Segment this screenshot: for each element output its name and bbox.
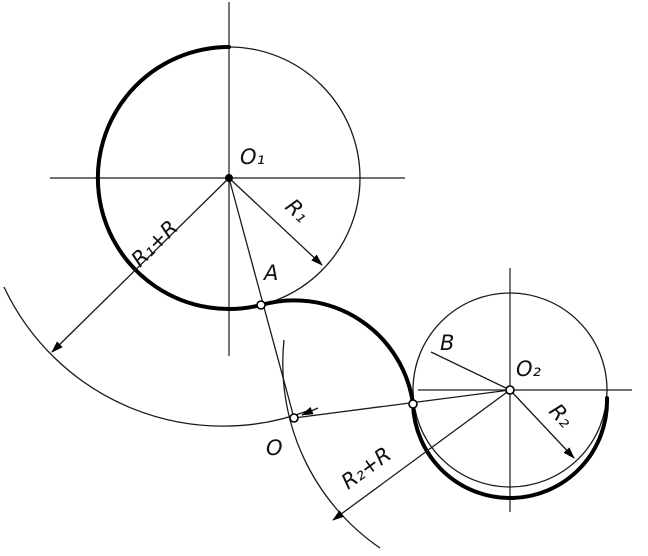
dimension-r1-plus-r — [51, 177, 230, 353]
arrow-to-o — [301, 406, 319, 416]
line-o1-to-o — [228, 177, 295, 419]
center-o2-point — [505, 385, 515, 395]
construction-arc-r2-plus-r — [282, 339, 381, 549]
label-b: B — [440, 331, 454, 355]
label-o: O — [266, 436, 283, 460]
circle-o2 — [412, 292, 608, 488]
label-r1-plus-r: R₁+R — [127, 216, 183, 272]
center-o-point — [289, 413, 299, 423]
tangent-point-a — [256, 300, 266, 310]
label-o2: O₂ — [516, 357, 542, 381]
dimension-r2-plus-r — [332, 389, 511, 521]
label-r1: R₁ — [281, 194, 314, 227]
dimension-r1 — [228, 177, 323, 266]
dimension-r2 — [509, 389, 575, 459]
line-o2-to-b — [430, 351, 511, 391]
contour-arc-o2 — [411, 396, 610, 500]
contour-arc-o1 — [95, 45, 263, 311]
label-r2-plus-r: R₂+R — [337, 442, 396, 494]
line-o2-to-o — [293, 389, 511, 419]
label-a: A — [262, 261, 278, 285]
center-o1-point — [225, 174, 233, 182]
tangent-point-b — [408, 399, 418, 409]
contour-arc-o — [259, 298, 415, 406]
label-o1: O₁ — [240, 145, 265, 169]
construction-arc-r1-plus-r — [3, 286, 311, 427]
label-r2: R₂ — [544, 399, 578, 433]
